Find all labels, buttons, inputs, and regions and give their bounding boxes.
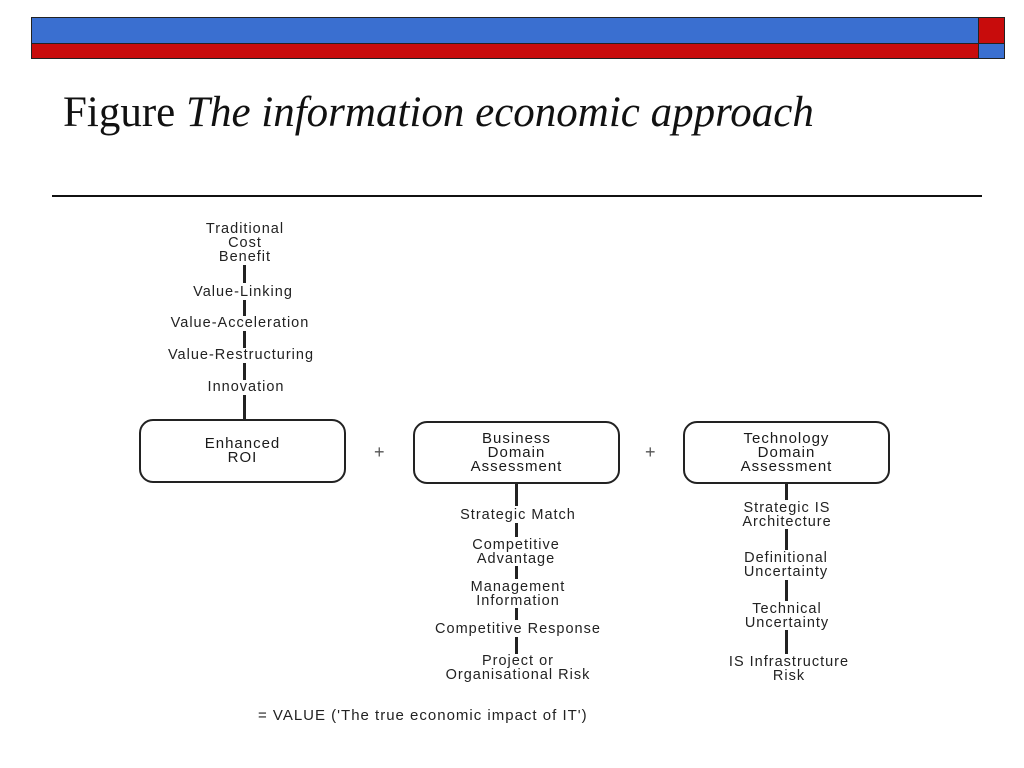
right-item-definitional-uncertainty: Definitional Uncertainty (743, 550, 829, 580)
business-domain-assessment-box: Business Domain Assessment (413, 421, 620, 484)
right-connector (785, 484, 788, 500)
middle-connector (515, 484, 518, 506)
right-item-strategic-is-architecture: Strategic IS Architecture (742, 500, 832, 530)
plus-operator-2: + (645, 442, 656, 462)
middle-connector (515, 566, 518, 579)
right-item-is-infrastructure-risk: IS Infrastructure Risk (728, 654, 850, 684)
title-italic: The information economic approach (186, 89, 814, 136)
left-connector (243, 331, 246, 348)
left-item-innovation: Innovation (207, 379, 285, 395)
left-item-value-restructuring: Value-Restructuring (167, 347, 315, 363)
middle-item-management-information: Management Information (470, 579, 566, 609)
middle-connector (515, 608, 518, 620)
header-blue-bar (31, 17, 979, 44)
header-red-square (978, 17, 1005, 44)
left-item-value-linking: Value-Linking (193, 284, 293, 300)
technology-domain-assessment-box: Technology Domain Assessment (683, 421, 890, 484)
right-connector (785, 529, 788, 550)
middle-item-project-organisational-risk: Project or Organisational Risk (445, 653, 591, 683)
enhanced-roi-box: Enhanced ROI (139, 419, 346, 483)
left-item-value-acceleration: Value-Acceleration (170, 315, 310, 331)
slide-title: Figure The information economic approach (63, 88, 814, 137)
middle-item-competitive-response: Competitive Response (435, 621, 601, 637)
right-connector (785, 580, 788, 601)
left-connector (243, 300, 246, 316)
title-rule (52, 195, 982, 197)
right-connector (785, 630, 788, 654)
middle-connector (515, 637, 518, 654)
left-connector (243, 265, 246, 283)
left-connector (243, 395, 246, 420)
plus-operator-1: + (374, 442, 385, 462)
middle-item-strategic-match: Strategic Match (460, 507, 576, 523)
right-item-technical-uncertainty: Technical Uncertainty (744, 601, 830, 631)
middle-connector (515, 523, 518, 537)
title-prefix: Figure (63, 89, 176, 136)
middle-item-competitive-advantage: Competitive Advantage (472, 537, 560, 567)
header-blue-square (978, 43, 1005, 59)
left-item-traditional-cost-benefit: Traditional Cost Benefit (205, 221, 285, 265)
value-footer: = VALUE ('The true economic impact of IT… (258, 707, 588, 724)
left-connector (243, 363, 246, 380)
header-red-bar (31, 43, 979, 59)
